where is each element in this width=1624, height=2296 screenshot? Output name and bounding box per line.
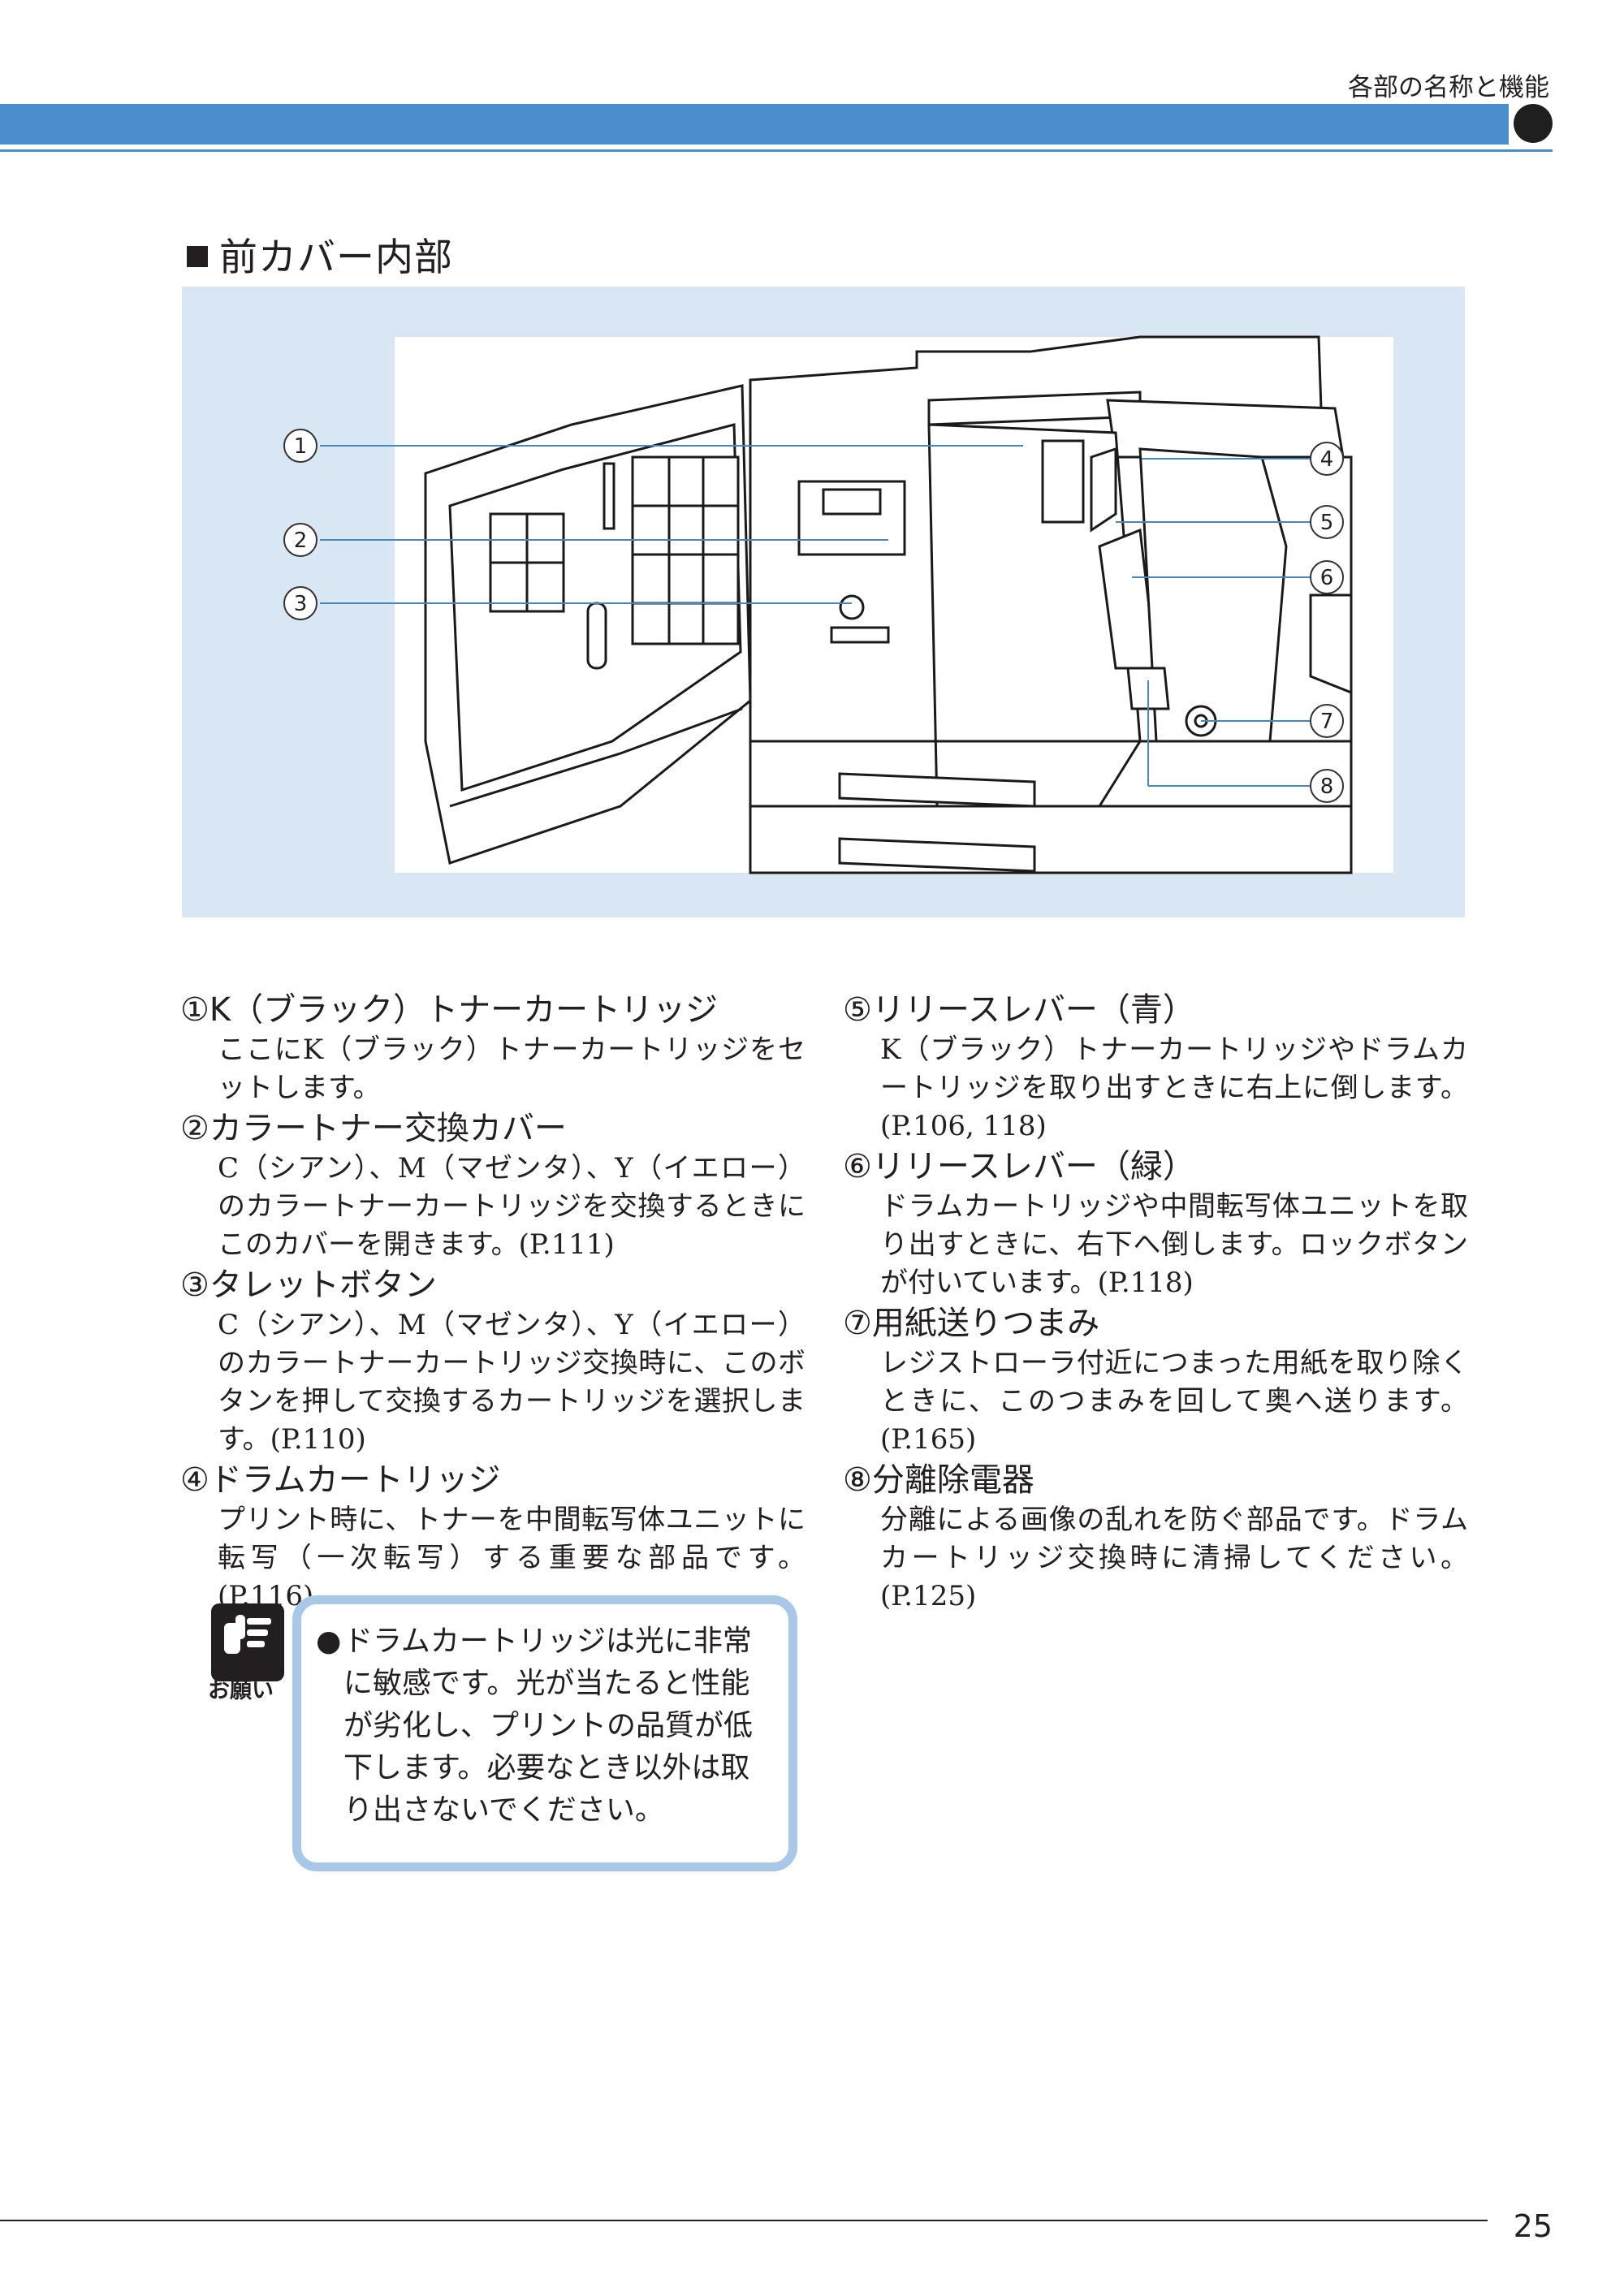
- inner-frame: [927, 423, 1142, 808]
- front-door-edge: [449, 707, 743, 808]
- callout-8-label: 8: [1320, 775, 1334, 799]
- item-description: 分離による画像の乱れを防ぐ部品です。ドラムカートリッジ交換時に清掃してください。…: [880, 1504, 1468, 1612]
- item-turret-button: ③タレットボタン C（シアン）、M（マゼンタ）、Y（イエロー）のカラートナーカー…: [180, 1264, 806, 1459]
- item-description: C（シアン）、M（マゼンタ）、Y（イエロー）のカラートナーカートリッジ交換時に、…: [218, 1309, 806, 1456]
- printer-drawing: [424, 335, 1353, 874]
- callout-5: 5: [1310, 505, 1344, 539]
- item-k-toner: ①K（ブラック）トナーカートリッジ ここにK（ブラック）トナーカートリッジをセッ…: [180, 989, 806, 1107]
- item-release-lever-blue: ⑤リリースレバー（青） K（ブラック）トナーカートリッジやドラムカートリッジを取…: [843, 989, 1468, 1146]
- callout-8: 8: [1310, 769, 1344, 803]
- pointing-hand-icon: [211, 1603, 284, 1681]
- item-description: レジストローラ付近につまった用紙を取り除くときに、このつまみを回して奥へ送ります…: [880, 1347, 1468, 1456]
- door-slot: [603, 462, 615, 530]
- item-description: C（シアン）、M（マゼンタ）、Y（イエロー）のカラートナーカートリッジを交換する…: [218, 1152, 806, 1261]
- caution-note: ●ドラムカートリッジは光に非常に敏感です。光が当たると性能が劣化し、プリントの品…: [292, 1595, 797, 1871]
- item-description: ここにK（ブラック）トナーカートリッジをセットします。: [218, 1034, 806, 1104]
- items-right-column: ⑤リリースレバー（青） K（ブラック）トナーカートリッジやドラムカートリッジを取…: [843, 989, 1468, 1616]
- item-heading: ⑦用紙送りつまみ: [843, 1302, 1468, 1344]
- callout-6-label: 6: [1320, 566, 1334, 590]
- turret-label: [830, 626, 890, 644]
- callout-leaders: [320, 445, 1311, 787]
- callout-5-label: 5: [1320, 511, 1334, 535]
- callout-2-label: 2: [294, 529, 308, 553]
- items-left-column: ①K（ブラック）トナーカートリッジ ここにK（ブラック）トナーカートリッジをセッ…: [180, 989, 806, 1616]
- callout-3-label: 3: [294, 592, 308, 616]
- item-number: ⑤: [843, 991, 872, 1029]
- item-number: ③: [180, 1267, 209, 1304]
- printer-figure: 1 2 3 4 5 6 7 8: [182, 287, 1465, 917]
- turret-button: [839, 594, 865, 620]
- door-handle: [586, 602, 607, 670]
- callout-6: 6: [1310, 560, 1344, 594]
- side-slot: [1309, 593, 1353, 695]
- item-number: ①: [180, 991, 209, 1029]
- header-rule: [0, 149, 1553, 152]
- header-bar: [0, 104, 1509, 145]
- page-number: 25: [1513, 2208, 1553, 2244]
- drum-cartridge: [1041, 439, 1085, 524]
- footer-rule: [0, 2220, 1488, 2221]
- item-number: ⑧: [843, 1461, 872, 1499]
- callout-7-label: 7: [1320, 710, 1334, 734]
- item-title: 用紙送りつまみ: [871, 1305, 1100, 1342]
- item-title: リリースレバー（緑）: [871, 1148, 1195, 1185]
- item-title: カラートナー交換カバー: [209, 1110, 567, 1147]
- item-title: タレットボタン: [209, 1267, 437, 1304]
- item-description: ドラムカートリッジや中間転写体ユニットを取り出すときに、右下へ倒します。ロックボ…: [880, 1190, 1468, 1299]
- callout-4: 4: [1310, 442, 1344, 476]
- item-title: ドラムカートリッジ: [209, 1461, 501, 1499]
- item-heading: ⑧分離除電器: [843, 1459, 1468, 1501]
- callout-4-label: 4: [1320, 447, 1334, 472]
- callout-1: 1: [283, 429, 317, 463]
- item-number: ④: [180, 1461, 209, 1499]
- note-body: ●ドラムカートリッジは光に非常に敏感です。光が当たると性能が劣化し、プリントの品…: [316, 1621, 754, 1832]
- item-title: リリースレバー（青）: [871, 991, 1195, 1029]
- toner-cover-label: [822, 488, 882, 516]
- item-heading: ②カラートナー交換カバー: [180, 1107, 806, 1150]
- item-static-eliminator: ⑧分離除電器 分離による画像の乱れを防ぐ部品です。ドラムカートリッジ交換時に清掃…: [843, 1459, 1468, 1616]
- header-chapter-title: 各部の名称と機能: [1348, 73, 1549, 102]
- item-description: プリント時に、トナーを中間転写体ユニットに転写（一次転写）する重要な部品です。(…: [218, 1504, 806, 1612]
- item-number: ②: [180, 1110, 209, 1147]
- bullet-icon: ●: [316, 1625, 342, 1658]
- section-title-text: 前カバー内部: [219, 235, 453, 280]
- item-number: ⑦: [843, 1305, 872, 1342]
- callout-3: 3: [283, 586, 317, 620]
- item-heading: ④ドラムカートリッジ: [180, 1459, 806, 1501]
- item-title: 分離除電器: [871, 1461, 1034, 1499]
- item-release-lever-green: ⑥リリースレバー（緑） ドラムカートリッジや中間転写体ユニットを取り出すときに、…: [843, 1146, 1468, 1302]
- release-lever-blue: [1090, 447, 1117, 533]
- item-paper-feed-knob: ⑦用紙送りつまみ レジストローラ付近につまった用紙を取り除くときに、このつまみを…: [843, 1302, 1468, 1459]
- square-bullet-icon: [187, 246, 208, 267]
- item-color-toner-cover: ②カラートナー交換カバー C（シアン）、M（マゼンタ）、Y（イエロー）のカラート…: [180, 1107, 806, 1264]
- note-text: ドラムカートリッジは光に非常に敏感です。光が当たると性能が劣化し、プリントの品質…: [343, 1625, 754, 1827]
- item-number: ⑥: [843, 1148, 872, 1185]
- header-dot: [1514, 104, 1553, 143]
- item-heading: ⑤リリースレバー（青）: [843, 989, 1468, 1031]
- item-description: K（ブラック）トナーカートリッジやドラムカートリッジを取り出すときに右上に倒しま…: [880, 1034, 1468, 1142]
- door-panel-right: [631, 455, 740, 645]
- item-heading: ⑥リリースレバー（緑）: [843, 1146, 1468, 1188]
- item-heading: ①K（ブラック）トナーカートリッジ: [180, 989, 806, 1031]
- note-label: お願い: [208, 1678, 274, 1703]
- callout-2: 2: [283, 523, 317, 557]
- item-heading: ③タレットボタン: [180, 1264, 806, 1306]
- printer-illustration: 1 2 3 4 5 6 7 8: [283, 335, 1393, 874]
- callout-7: 7: [1310, 704, 1344, 738]
- item-drum-cartridge: ④ドラムカートリッジ プリント時に、トナーを中間転写体ユニットに転写（一次転写）…: [180, 1459, 806, 1616]
- callout-1-label: 1: [294, 434, 308, 459]
- section-title: 前カバー内部: [187, 226, 453, 282]
- item-title: K（ブラック）トナーカートリッジ: [209, 991, 719, 1029]
- paper-tray-2: [838, 837, 1036, 873]
- paper-tray-1: [838, 772, 1036, 808]
